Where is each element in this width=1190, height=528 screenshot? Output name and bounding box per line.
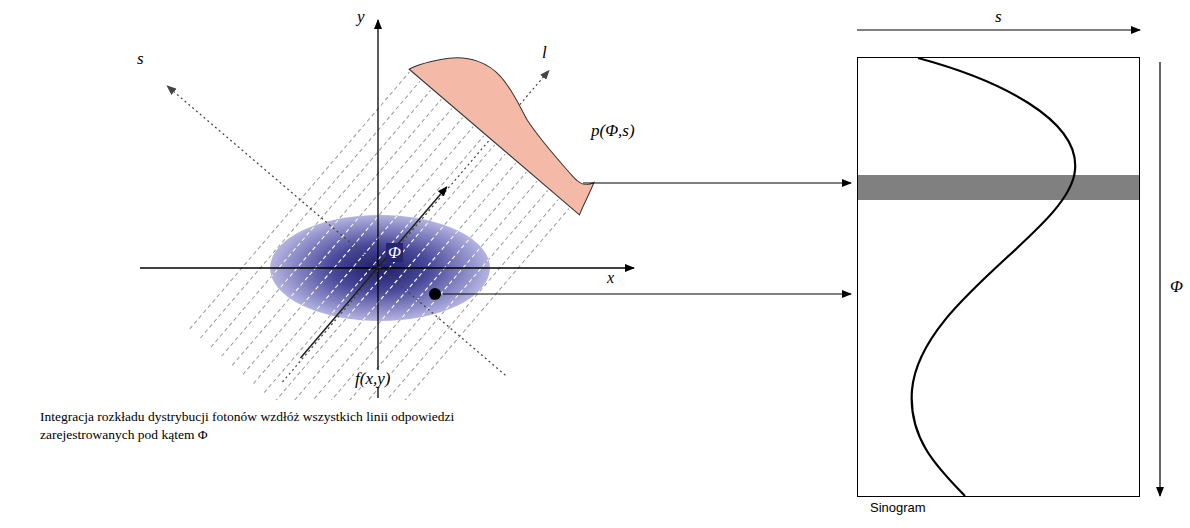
function-label: f(x,y) — [354, 370, 391, 387]
s-direction-arrow — [857, 29, 1140, 30]
axis-label: s — [136, 50, 145, 67]
sinogram-title: Sinogram — [870, 500, 926, 516]
axis-label: s — [994, 8, 1003, 25]
object-point — [429, 288, 441, 300]
central-ray — [300, 187, 446, 358]
axis-label: l — [541, 44, 548, 61]
figure-caption: Integracja rozkładu dystrybucji fotonów … — [40, 408, 510, 443]
sinusoid-curve — [912, 58, 1076, 496]
axis-label: Φ — [1169, 278, 1184, 295]
profile-label: p(Φ,s) — [590, 122, 636, 139]
angle-label: Φ — [386, 243, 403, 262]
sinogram-box: Sinogram — [857, 57, 1140, 497]
phi-direction-arrow — [1159, 62, 1160, 496]
projection-profile — [409, 28, 615, 215]
x-axis — [140, 267, 634, 268]
point-arrow — [443, 293, 851, 294]
projection-arrow — [583, 182, 851, 183]
axis-label: y — [356, 8, 366, 25]
axis-label: x — [606, 270, 615, 286]
s-axis — [167, 86, 505, 375]
y-axis — [377, 20, 378, 398]
projection-row-band — [858, 175, 1139, 200]
